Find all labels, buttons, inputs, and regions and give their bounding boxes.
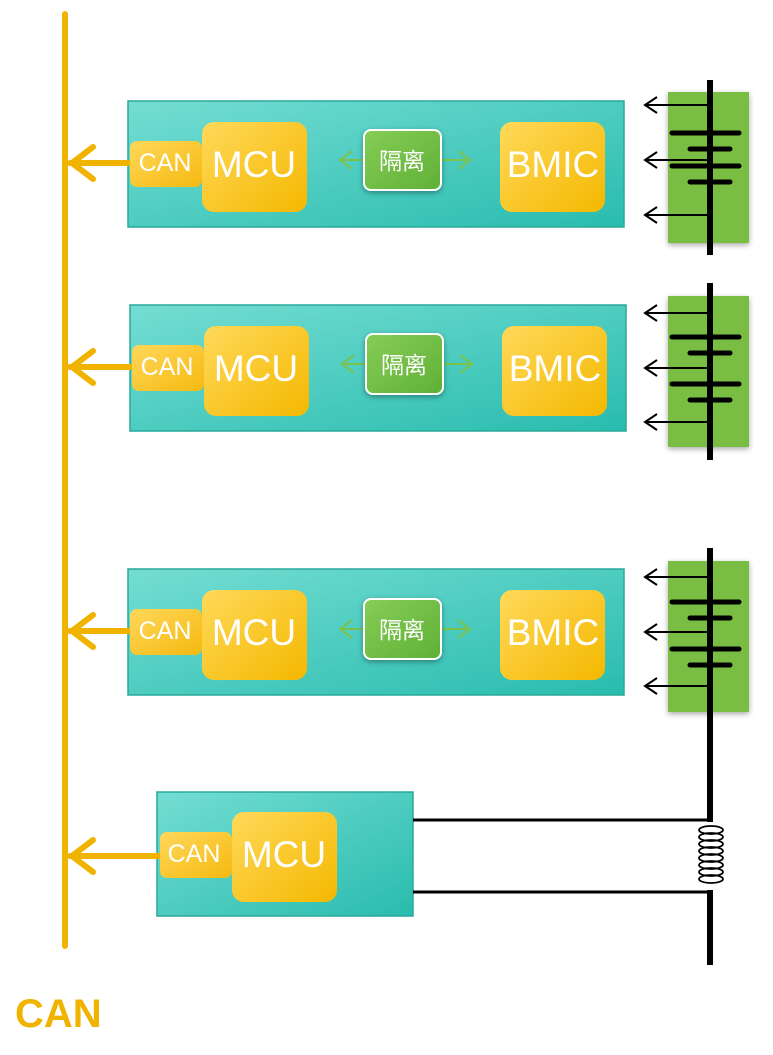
battery-cell-icon — [669, 130, 742, 185]
tap-arrows — [643, 568, 710, 695]
can-label: CAN — [139, 149, 192, 177]
bms-module-3: CAN MCU 隔离 BMIC — [67, 568, 625, 696]
bmic-chip — [500, 122, 605, 212]
can-transceiver — [130, 609, 202, 655]
current-sense-module: CAN MCU — [67, 791, 710, 917]
mcu-label: MCU — [212, 144, 296, 185]
mcu-label: MCU — [214, 348, 298, 389]
isolator-label: 隔离 — [379, 149, 425, 175]
mcu-label: MCU — [242, 834, 326, 875]
isolator — [365, 333, 444, 395]
battery-cell-icon — [669, 334, 742, 403]
bmic-chip — [502, 326, 607, 416]
cell-stack-3 — [643, 548, 749, 720]
can-transceiver — [130, 141, 202, 187]
bms-module-2: CAN MCU 隔离 BMIC — [67, 304, 627, 432]
mcu-chip — [202, 122, 307, 212]
mcu-chip — [204, 326, 309, 416]
cell-stack-1 — [643, 80, 749, 255]
isolator-label: 隔离 — [379, 618, 425, 644]
battery-cell-icon — [669, 599, 742, 668]
can-transceiver — [160, 832, 232, 878]
can-arrow — [67, 348, 137, 386]
can-arrow — [67, 837, 165, 875]
can-label: CAN — [139, 617, 192, 645]
isolator — [363, 129, 442, 191]
can-arrow — [67, 612, 135, 650]
tap-arrows — [643, 96, 710, 224]
tap-arrows — [643, 304, 710, 431]
mcu-chip — [232, 812, 337, 902]
can-label: CAN — [141, 353, 194, 381]
isolator-label: 隔离 — [381, 353, 427, 379]
can-arrow — [67, 144, 135, 182]
can-label: CAN — [168, 840, 221, 868]
battery-string — [643, 80, 749, 965]
coil-icon — [698, 822, 724, 890]
isolator — [363, 598, 442, 660]
can-bus-label: CAN — [15, 992, 102, 1036]
can-transceiver — [132, 345, 204, 391]
cell-stack-2 — [643, 283, 749, 460]
bmic-label: BMIC — [509, 348, 602, 389]
bms-module-1: CAN MCU 隔离 BMIC — [67, 100, 625, 228]
bmic-chip — [500, 590, 605, 680]
mcu-chip — [202, 590, 307, 680]
bmic-label: BMIC — [507, 144, 600, 185]
bmic-label: BMIC — [507, 612, 600, 653]
mcu-label: MCU — [212, 612, 296, 653]
